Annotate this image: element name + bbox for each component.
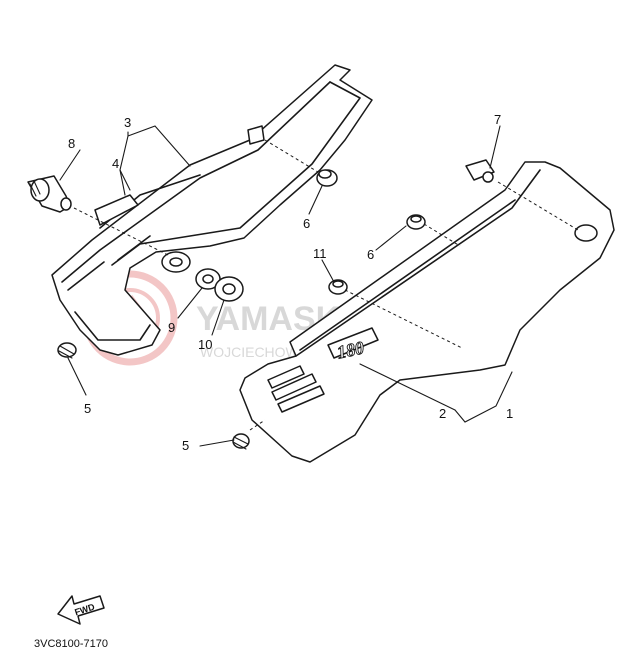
washer-9	[195, 268, 221, 290]
diagram-code: 3VC8100-7170	[34, 638, 108, 650]
callout-5-right: 5	[182, 438, 189, 453]
callout-4: 4	[112, 156, 119, 171]
grommet-11	[328, 279, 348, 295]
callout-6-upper: 6	[303, 216, 310, 231]
fwd-arrow-icon: FWD	[57, 595, 105, 625]
callout-5-left: 5	[84, 401, 91, 416]
callouts: 3 8 4 6 7 6 11 9 10 5 5 2 1	[68, 112, 513, 453]
washer-10	[214, 276, 244, 302]
alignment-lines	[73, 139, 579, 431]
left-side-cover	[51, 64, 373, 356]
callout-7: 7	[494, 112, 501, 127]
callout-2: 2	[439, 406, 446, 421]
right-side-cover: 180	[239, 161, 615, 463]
grommet-5-left	[57, 342, 77, 359]
grommet-6-lower	[406, 214, 426, 230]
callout-1: 1	[506, 406, 513, 421]
grommet-6-upper	[316, 169, 338, 187]
callout-9: 9	[168, 320, 175, 335]
vent-slots	[267, 365, 325, 413]
clip-7	[465, 159, 495, 183]
leader-lines	[59, 125, 513, 447]
callout-8: 8	[68, 136, 75, 151]
grommet-8	[27, 175, 72, 213]
grommet-5-right	[232, 433, 250, 450]
callout-3: 3	[124, 115, 131, 130]
callout-6-lower: 6	[367, 247, 374, 262]
callout-11: 11	[313, 246, 327, 261]
callout-10: 10	[198, 337, 212, 352]
